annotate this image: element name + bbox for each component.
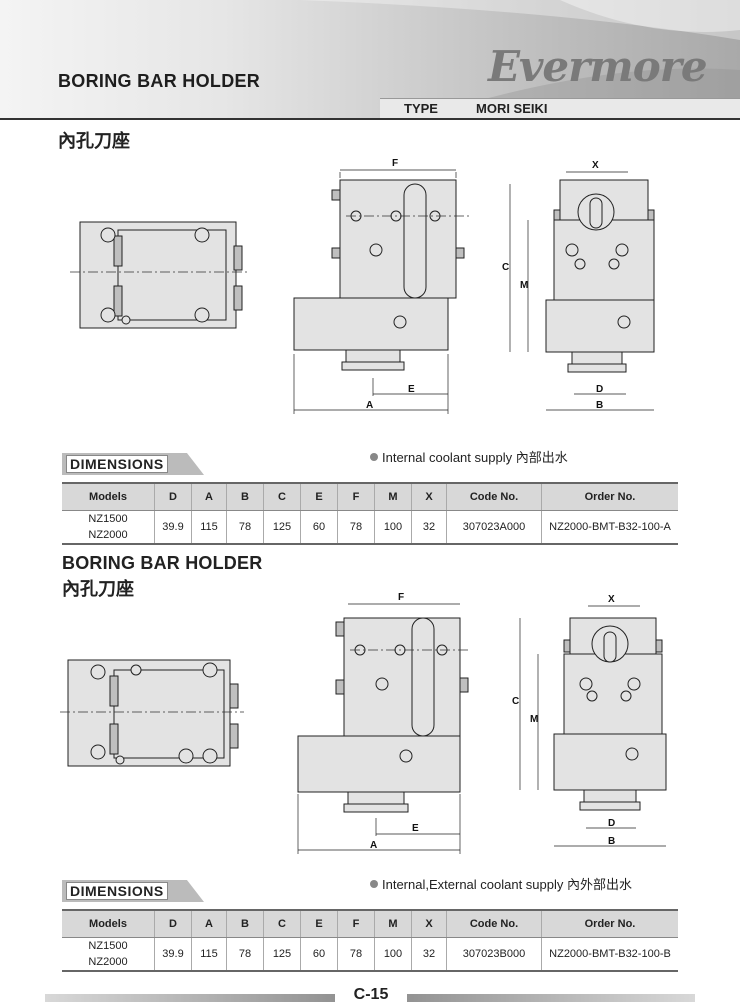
type-label: TYPE [404,101,438,116]
th-b: B [226,482,264,511]
cell-b: 78 [226,510,264,545]
th-d: D [154,482,192,511]
th-e: E [300,482,338,511]
th-c: C [263,909,301,938]
section1-note: Internal coolant supply 內部出水 [370,447,568,466]
table-header-row: Models D A B C E F M X Code No. Order No… [62,482,678,511]
th-f: F [337,482,375,511]
side-view [70,221,248,329]
label-d: D [596,384,603,395]
model-name: NZ2000 [88,529,128,541]
section2-spec-table: Models D A B C E F M X Code No. Order No… [62,909,678,972]
cell-order-no: NZ2000-BMT-B32-100-B [541,937,678,972]
th-a: A [191,909,227,938]
cell-c: 125 [263,937,301,972]
table-row: NZ1500 NZ2000 39.9 115 78 125 60 78 100 … [62,510,678,545]
table-row: NZ1500 NZ2000 39.9 115 78 125 60 78 100 … [62,937,678,972]
cell-m: 100 [374,937,412,972]
cell-a: 115 [191,510,227,545]
th-order-no: Order No. [541,909,678,938]
model-name: NZ1500 [88,513,128,525]
model-name: NZ2000 [88,956,128,968]
th-c: C [263,482,301,511]
label-b: B [608,836,615,847]
th-models: Models [62,482,155,511]
th-f: F [337,909,375,938]
models-cell: NZ1500 NZ2000 [62,937,155,972]
section1-dimensions-tab: DIMENSIONS [62,453,204,475]
cell-c: 125 [263,510,301,545]
page-number: C-15 [335,986,407,1008]
label-e: E [408,384,415,395]
th-code-no: Code No. [446,482,542,511]
section1-spec-table: Models D A B C E F M X Code No. Order No… [62,482,678,545]
label-a: A [366,400,373,411]
section2-cn-title: 內孔刀座 [62,579,134,600]
th-m: M [374,909,412,938]
label-a: A [370,840,377,851]
type-value: MORI SEIKI [476,101,548,116]
cell-e: 60 [300,937,338,972]
label-x: X [592,160,599,171]
table-header-row: Models D A B C E F M X Code No. Order No… [62,909,678,938]
th-code-no: Code No. [446,909,542,938]
evermore-logo: Evermore [488,42,708,91]
section2-dimensions-label: DIMENSIONS [66,882,168,900]
cell-m: 100 [374,510,412,545]
bullet-icon [370,453,378,461]
cell-e: 60 [300,510,338,545]
cell-f: 78 [337,510,375,545]
label-f: F [392,158,398,169]
section1-note-text: Internal coolant supply 內部出水 [382,450,568,465]
section2-note-text: Internal,External coolant supply 內外部出水 [382,877,632,892]
cell-f: 78 [337,937,375,972]
label-m: M [530,714,538,725]
models-cell: NZ1500 NZ2000 [62,510,155,545]
label-d: D [608,818,615,829]
cell-d: 39.9 [154,510,192,545]
th-x: X [411,909,447,938]
label-x: X [608,594,615,605]
model-name: NZ1500 [88,940,128,952]
th-e: E [300,909,338,938]
bullet-icon [370,880,378,888]
cell-x: 32 [411,937,447,972]
th-a: A [191,482,227,511]
label-b: B [596,400,603,411]
end-view: X C M D B [502,160,655,411]
section2-title: BORING BAR HOLDER [62,553,263,573]
cell-a: 115 [191,937,227,972]
section2-dimensions-tab: DIMENSIONS [62,880,204,902]
th-m: M [374,482,412,511]
section2-note: Internal,External coolant supply 內外部出水 [370,874,632,893]
cell-code-no: 307023B000 [446,937,542,972]
end-view: X C M D B [512,594,667,847]
th-models: Models [62,909,155,938]
th-x: X [411,482,447,511]
label-f: F [398,592,404,603]
cell-order-no: NZ2000-BMT-B32-100-A [541,510,678,545]
label-e: E [412,823,419,834]
label-c: C [512,696,519,707]
section1-cn-title: 內孔刀座 [58,131,130,152]
cell-x: 32 [411,510,447,545]
front-view: F E A [293,158,470,414]
front-view: F E A [297,592,470,854]
header-rule [0,118,740,120]
cell-d: 39.9 [154,937,192,972]
type-bar: TYPE MORI SEIKI [380,98,740,119]
section1-drawing: F E A X C M D B [70,158,655,414]
label-c: C [502,262,509,273]
page-title: BORING BAR HOLDER [58,71,261,91]
side-view [60,659,244,767]
cell-b: 78 [226,937,264,972]
th-order-no: Order No. [541,482,678,511]
cell-code-no: 307023A000 [446,510,542,545]
section2-drawing: F E A X C M D B [60,592,667,854]
label-m: M [520,280,528,291]
section1-dimensions-label: DIMENSIONS [66,455,168,473]
th-b: B [226,909,264,938]
th-d: D [154,909,192,938]
